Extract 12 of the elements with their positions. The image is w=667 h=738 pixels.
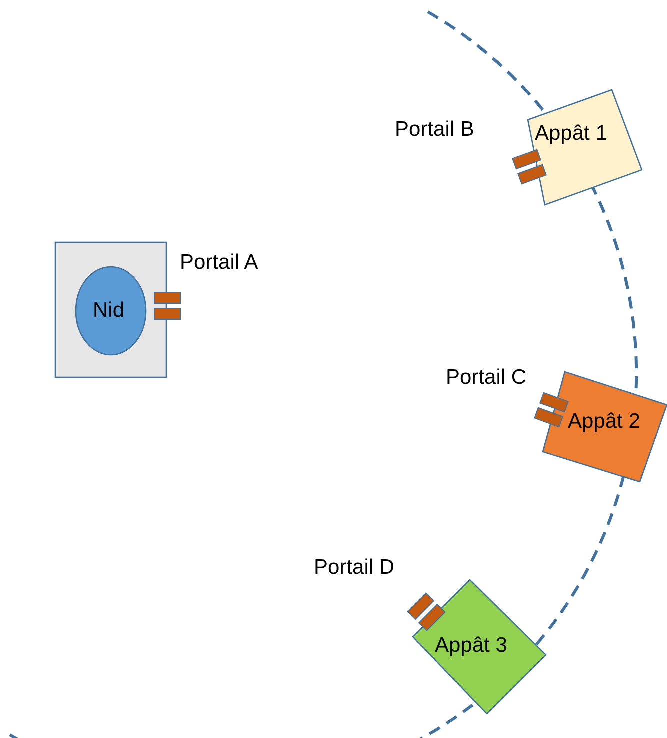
gate-label: Portail B <box>395 118 474 142</box>
gate-label: Portail D <box>314 556 395 580</box>
node-label: Appât 1 <box>535 122 608 146</box>
gate-label: Portail A <box>180 251 258 275</box>
gate-label: Portail C <box>446 366 527 390</box>
nest-box <box>55 242 167 378</box>
bait-box <box>413 580 547 715</box>
node-label: Appât 2 <box>568 410 640 434</box>
node-label: Nid <box>93 299 125 323</box>
bait-box <box>543 372 667 483</box>
node-label: Appât 3 <box>435 634 508 658</box>
nest-ellipse <box>75 266 147 356</box>
